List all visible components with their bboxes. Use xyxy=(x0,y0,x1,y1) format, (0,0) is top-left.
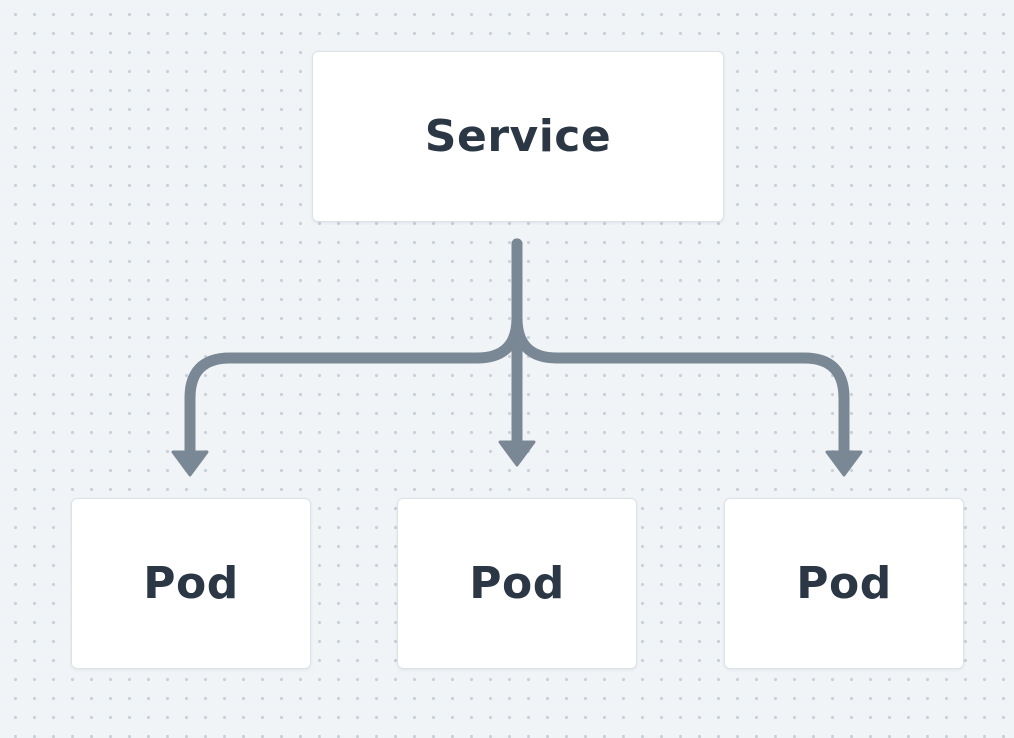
edge-service-to-pod-3 xyxy=(511,238,850,458)
pod-label-2: Pod xyxy=(469,558,565,609)
pod-node-1[interactable]: Pod xyxy=(71,498,311,669)
pod-node-3[interactable]: Pod xyxy=(724,498,964,669)
pod-label-3: Pod xyxy=(796,558,892,609)
arrowhead-pod-1-icon xyxy=(171,450,209,477)
pod-label-1: Pod xyxy=(143,558,239,609)
arrowhead-pod-2-icon xyxy=(498,440,536,467)
service-label: Service xyxy=(424,111,612,162)
pod-node-2[interactable]: Pod xyxy=(397,498,637,669)
arrowhead-pod-3-icon xyxy=(825,450,863,477)
edge-service-to-pod-1 xyxy=(184,238,523,458)
service-node[interactable]: Service xyxy=(312,51,724,222)
